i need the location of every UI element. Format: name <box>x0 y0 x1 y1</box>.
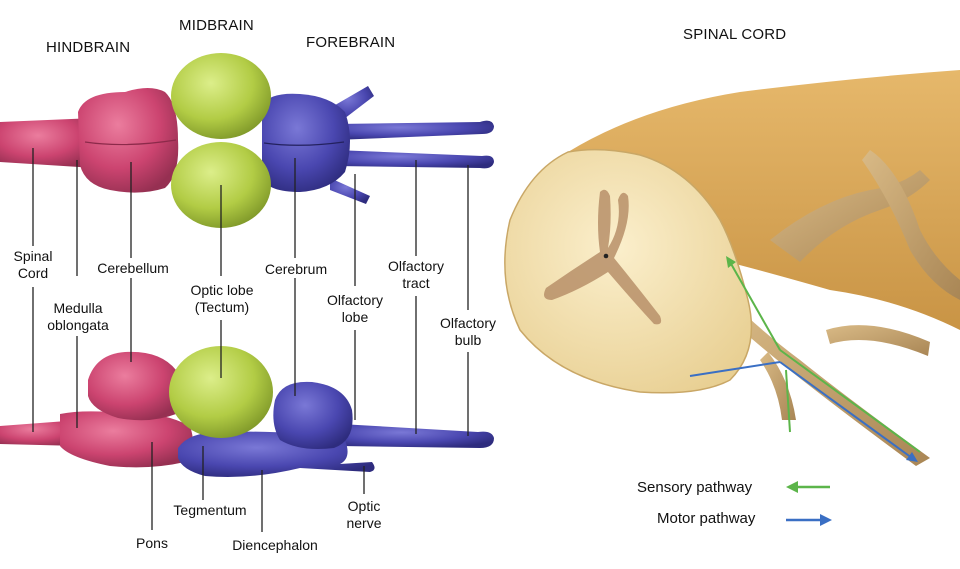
label-pons: Pons <box>128 535 176 552</box>
label-tegmentum: Tegmentum <box>160 502 260 519</box>
label-cerebellum: Cerebellum <box>88 260 178 277</box>
midbrain-header: MIDBRAIN <box>179 17 254 34</box>
label-spinal-cord: Spinal Cord <box>10 248 56 282</box>
dorsal-brain-view <box>0 53 494 228</box>
cerebellum-lateral <box>88 352 180 420</box>
spinal-cord-header: SPINAL CORD <box>683 26 786 43</box>
label-optic-nerve: Optic nerve <box>334 498 394 532</box>
label-diencephalon: Diencephalon <box>220 537 330 554</box>
cerebellum-dorsal <box>78 88 178 193</box>
lateral-brain-view <box>0 346 494 477</box>
label-cerebrum: Cerebrum <box>256 261 336 278</box>
label-medulla-oblongata: Medulla oblongata <box>40 300 116 334</box>
label-olfactory-bulb: Olfactory bulb <box>430 315 506 349</box>
label-olfactory-lobe: Olfactory lobe <box>316 292 394 326</box>
forebrain-header: FOREBRAIN <box>306 34 395 51</box>
pons-lateral <box>60 411 193 467</box>
label-olfactory-tract: Olfactory tract <box>378 258 454 292</box>
legend-motor-label: Motor pathway <box>657 510 755 527</box>
cerebrum-lateral <box>273 382 352 449</box>
legend-motor-arrow <box>786 514 832 526</box>
spinal-nerve <box>724 300 930 466</box>
hindbrain-header: HINDBRAIN <box>46 39 130 56</box>
legend-sensory-label: Sensory pathway <box>637 479 752 496</box>
label-optic-lobe: Optic lobe (Tectum) <box>182 282 262 316</box>
legend-sensory-arrow <box>786 481 830 493</box>
optic-lobe-upper <box>171 53 271 139</box>
